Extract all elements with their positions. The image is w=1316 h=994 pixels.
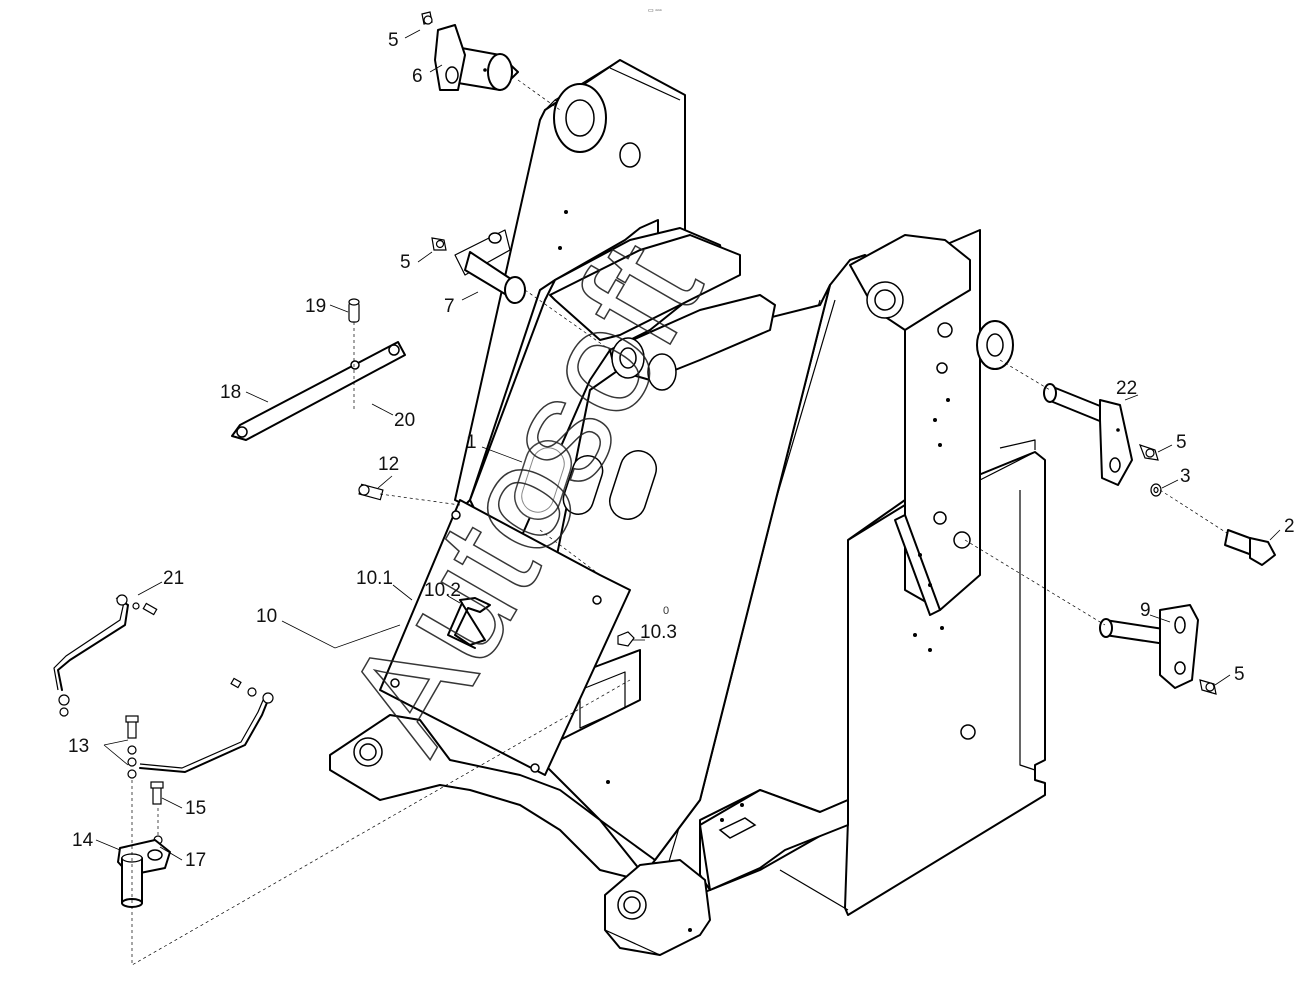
bolt-15 <box>150 781 164 845</box>
callout-7: 7 <box>444 296 455 317</box>
cover-plate <box>379 499 631 776</box>
callout-21: 21 <box>163 568 184 589</box>
callout-18: 18 <box>220 382 241 403</box>
assembly-lines <box>131 79 1231 966</box>
pin-6 <box>434 24 519 91</box>
bolt-13 <box>125 715 139 779</box>
callout-2: 2 <box>1284 516 1295 537</box>
callout-13: 13 <box>68 736 89 757</box>
callout-9: 9 <box>1140 600 1151 621</box>
callout-15: 15 <box>185 798 206 819</box>
pipe-lower <box>139 677 274 773</box>
callout-5-top: 5 <box>388 30 399 51</box>
callout-3: 3 <box>1180 466 1191 487</box>
callout-19: 19 <box>305 296 326 317</box>
pin-9 <box>1099 604 1199 689</box>
pin-19 <box>348 298 360 323</box>
callout-10-2: 10.2 <box>424 580 461 601</box>
callout-22: 22 <box>1116 378 1137 399</box>
bolt-12 <box>358 483 384 501</box>
callout-10: 10 <box>256 606 277 627</box>
callout-5-right: 5 <box>1176 432 1187 453</box>
callout-20: 20 <box>394 410 415 431</box>
callout-14: 14 <box>72 830 94 851</box>
washer-3 <box>1150 483 1162 497</box>
pin-14 <box>117 839 171 908</box>
grease-nipple-5-second <box>431 237 447 251</box>
leader-lines <box>95 29 1281 861</box>
callout-10-1: 10.1 <box>356 568 393 589</box>
grease-nipple-5-bottom <box>1199 679 1217 695</box>
header-mark: ▭ ▫▫▫ <box>648 8 662 14</box>
pin-22 <box>1043 383 1133 486</box>
callout-5-second: 5 <box>400 252 411 273</box>
link-bar-18 <box>231 341 406 441</box>
callout-12: 12 <box>378 454 399 475</box>
callout-6: 6 <box>412 66 423 87</box>
callout-5-bottom: 5 <box>1234 664 1245 685</box>
callouts: 5 6 5 7 19 18 20 1 12 21 10.1 10.2 10 10… <box>68 30 1295 871</box>
pin-7 <box>454 229 526 304</box>
seal-1 <box>513 440 573 520</box>
bolt-2 <box>1224 529 1276 566</box>
pipe-21 <box>53 594 158 717</box>
callout-10-3-mark: 0 <box>663 605 669 617</box>
grease-nipple-5-top <box>421 11 433 25</box>
callout-10-3: 10.3 <box>640 622 677 643</box>
grease-nipple-5-right <box>1138 444 1159 461</box>
nut-10-3 <box>617 631 635 647</box>
callout-1: 1 <box>466 432 477 453</box>
main-frame <box>329 59 1046 956</box>
callout-17: 17 <box>185 850 206 871</box>
